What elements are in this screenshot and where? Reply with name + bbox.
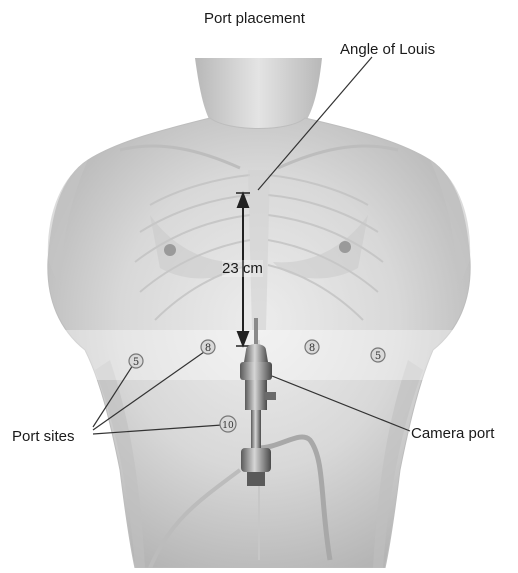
trocar-valve — [245, 380, 267, 410]
port-marker-left-medial: 8 — [201, 340, 215, 354]
port-sites-label: Port sites — [12, 428, 75, 445]
scope-shaft — [251, 410, 261, 448]
right-nipple — [339, 241, 351, 253]
camera-head — [241, 448, 271, 472]
angle-of-louis-label: Angle of Louis — [340, 41, 435, 58]
port-marker-label: 10 — [222, 421, 234, 431]
port-marker-lower: 10 — [220, 416, 236, 432]
camera-coupler — [247, 472, 265, 486]
left-nipple — [164, 244, 176, 256]
distance-label: 23 cm — [222, 260, 263, 277]
trocar-housing — [240, 362, 272, 380]
port-marker-label: 5 — [375, 351, 381, 362]
port-marker-label: 8 — [309, 343, 315, 354]
port-marker-right-lateral: 5 — [371, 348, 385, 362]
camera-port-label: Camera port — [411, 425, 494, 442]
port-marker-right-medial: 8 — [305, 340, 319, 354]
port-marker-label: 8 — [205, 343, 211, 354]
diagram-title: Port placement — [204, 10, 305, 27]
port-marker-left-lateral: 5 — [129, 354, 143, 368]
trocar-cap — [244, 344, 268, 362]
port-marker-label: 5 — [133, 357, 139, 368]
obturator-tip — [254, 318, 258, 348]
insufflation-port — [264, 392, 276, 400]
